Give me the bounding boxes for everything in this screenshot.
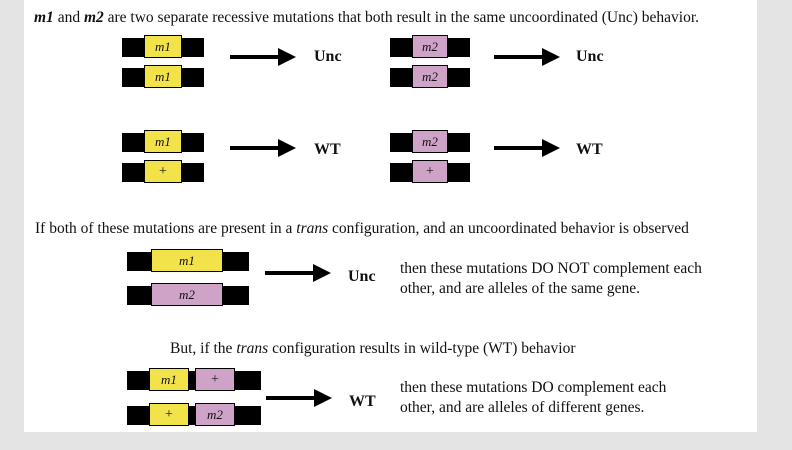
chromosome: m1 xyxy=(122,130,204,153)
allele-m1: m1 xyxy=(151,249,223,272)
chromosome: m2 xyxy=(390,130,470,153)
chromosome: + m2 xyxy=(127,403,261,426)
phenotype-wt: WT xyxy=(314,141,341,158)
allele-wt: + xyxy=(195,368,235,391)
trans-sentence: If both of these mutations are present i… xyxy=(35,220,689,237)
allele-m2: m2 xyxy=(195,403,235,426)
allele-m1: m1 xyxy=(149,368,189,391)
allele-m2: m2 xyxy=(412,65,448,88)
allele-m1: m1 xyxy=(144,130,182,153)
allele-wt: + xyxy=(412,160,448,183)
header-m2: m2 xyxy=(83,9,104,26)
allele-m2: m2 xyxy=(412,130,448,153)
chromosome: m2 xyxy=(390,35,470,58)
chromosome: + xyxy=(390,160,470,183)
header-sentence: m1 and m2 are two separate recessive mut… xyxy=(34,9,699,27)
arrow-icon xyxy=(230,48,296,66)
arrow-icon xyxy=(494,48,560,66)
allele-m2: m2 xyxy=(151,283,223,306)
arrow-icon xyxy=(494,139,560,157)
chromosome: m1 + xyxy=(127,368,261,391)
allele-m1: m1 xyxy=(144,35,182,58)
phenotype-wt: WT xyxy=(349,393,376,410)
phenotype-unc: Unc xyxy=(348,268,376,285)
allele-wt: + xyxy=(149,403,189,426)
header-and: and xyxy=(53,9,84,26)
arrow-icon xyxy=(230,139,296,157)
complementation-text: then these mutations DO complement each … xyxy=(400,379,667,416)
header-m1: m1 xyxy=(34,9,54,26)
chromosome: m1 xyxy=(122,65,204,88)
but-sentence: But, if the trans configuration results … xyxy=(170,340,576,357)
chromosome: m1 xyxy=(127,249,249,272)
allele-wt: + xyxy=(144,160,182,183)
arrow-icon xyxy=(266,389,332,407)
allele-m2: m2 xyxy=(412,35,448,58)
header-rest: are two separate recessive mutations tha… xyxy=(103,9,700,26)
slide: m1 and m2 are two separate recessive mut… xyxy=(24,0,757,432)
chromosome: + xyxy=(122,160,204,183)
chromosome: m2 xyxy=(127,283,249,306)
phenotype-wt: WT xyxy=(576,141,603,158)
phenotype-unc: Unc xyxy=(576,48,604,65)
phenotype-unc: Unc xyxy=(314,48,342,65)
chromosome: m1 xyxy=(122,35,204,58)
no-complementation-text: then these mutations DO NOT complement e… xyxy=(400,260,702,297)
chromosome: m2 xyxy=(390,65,470,88)
arrow-icon xyxy=(265,264,331,282)
allele-m1: m1 xyxy=(144,65,182,88)
